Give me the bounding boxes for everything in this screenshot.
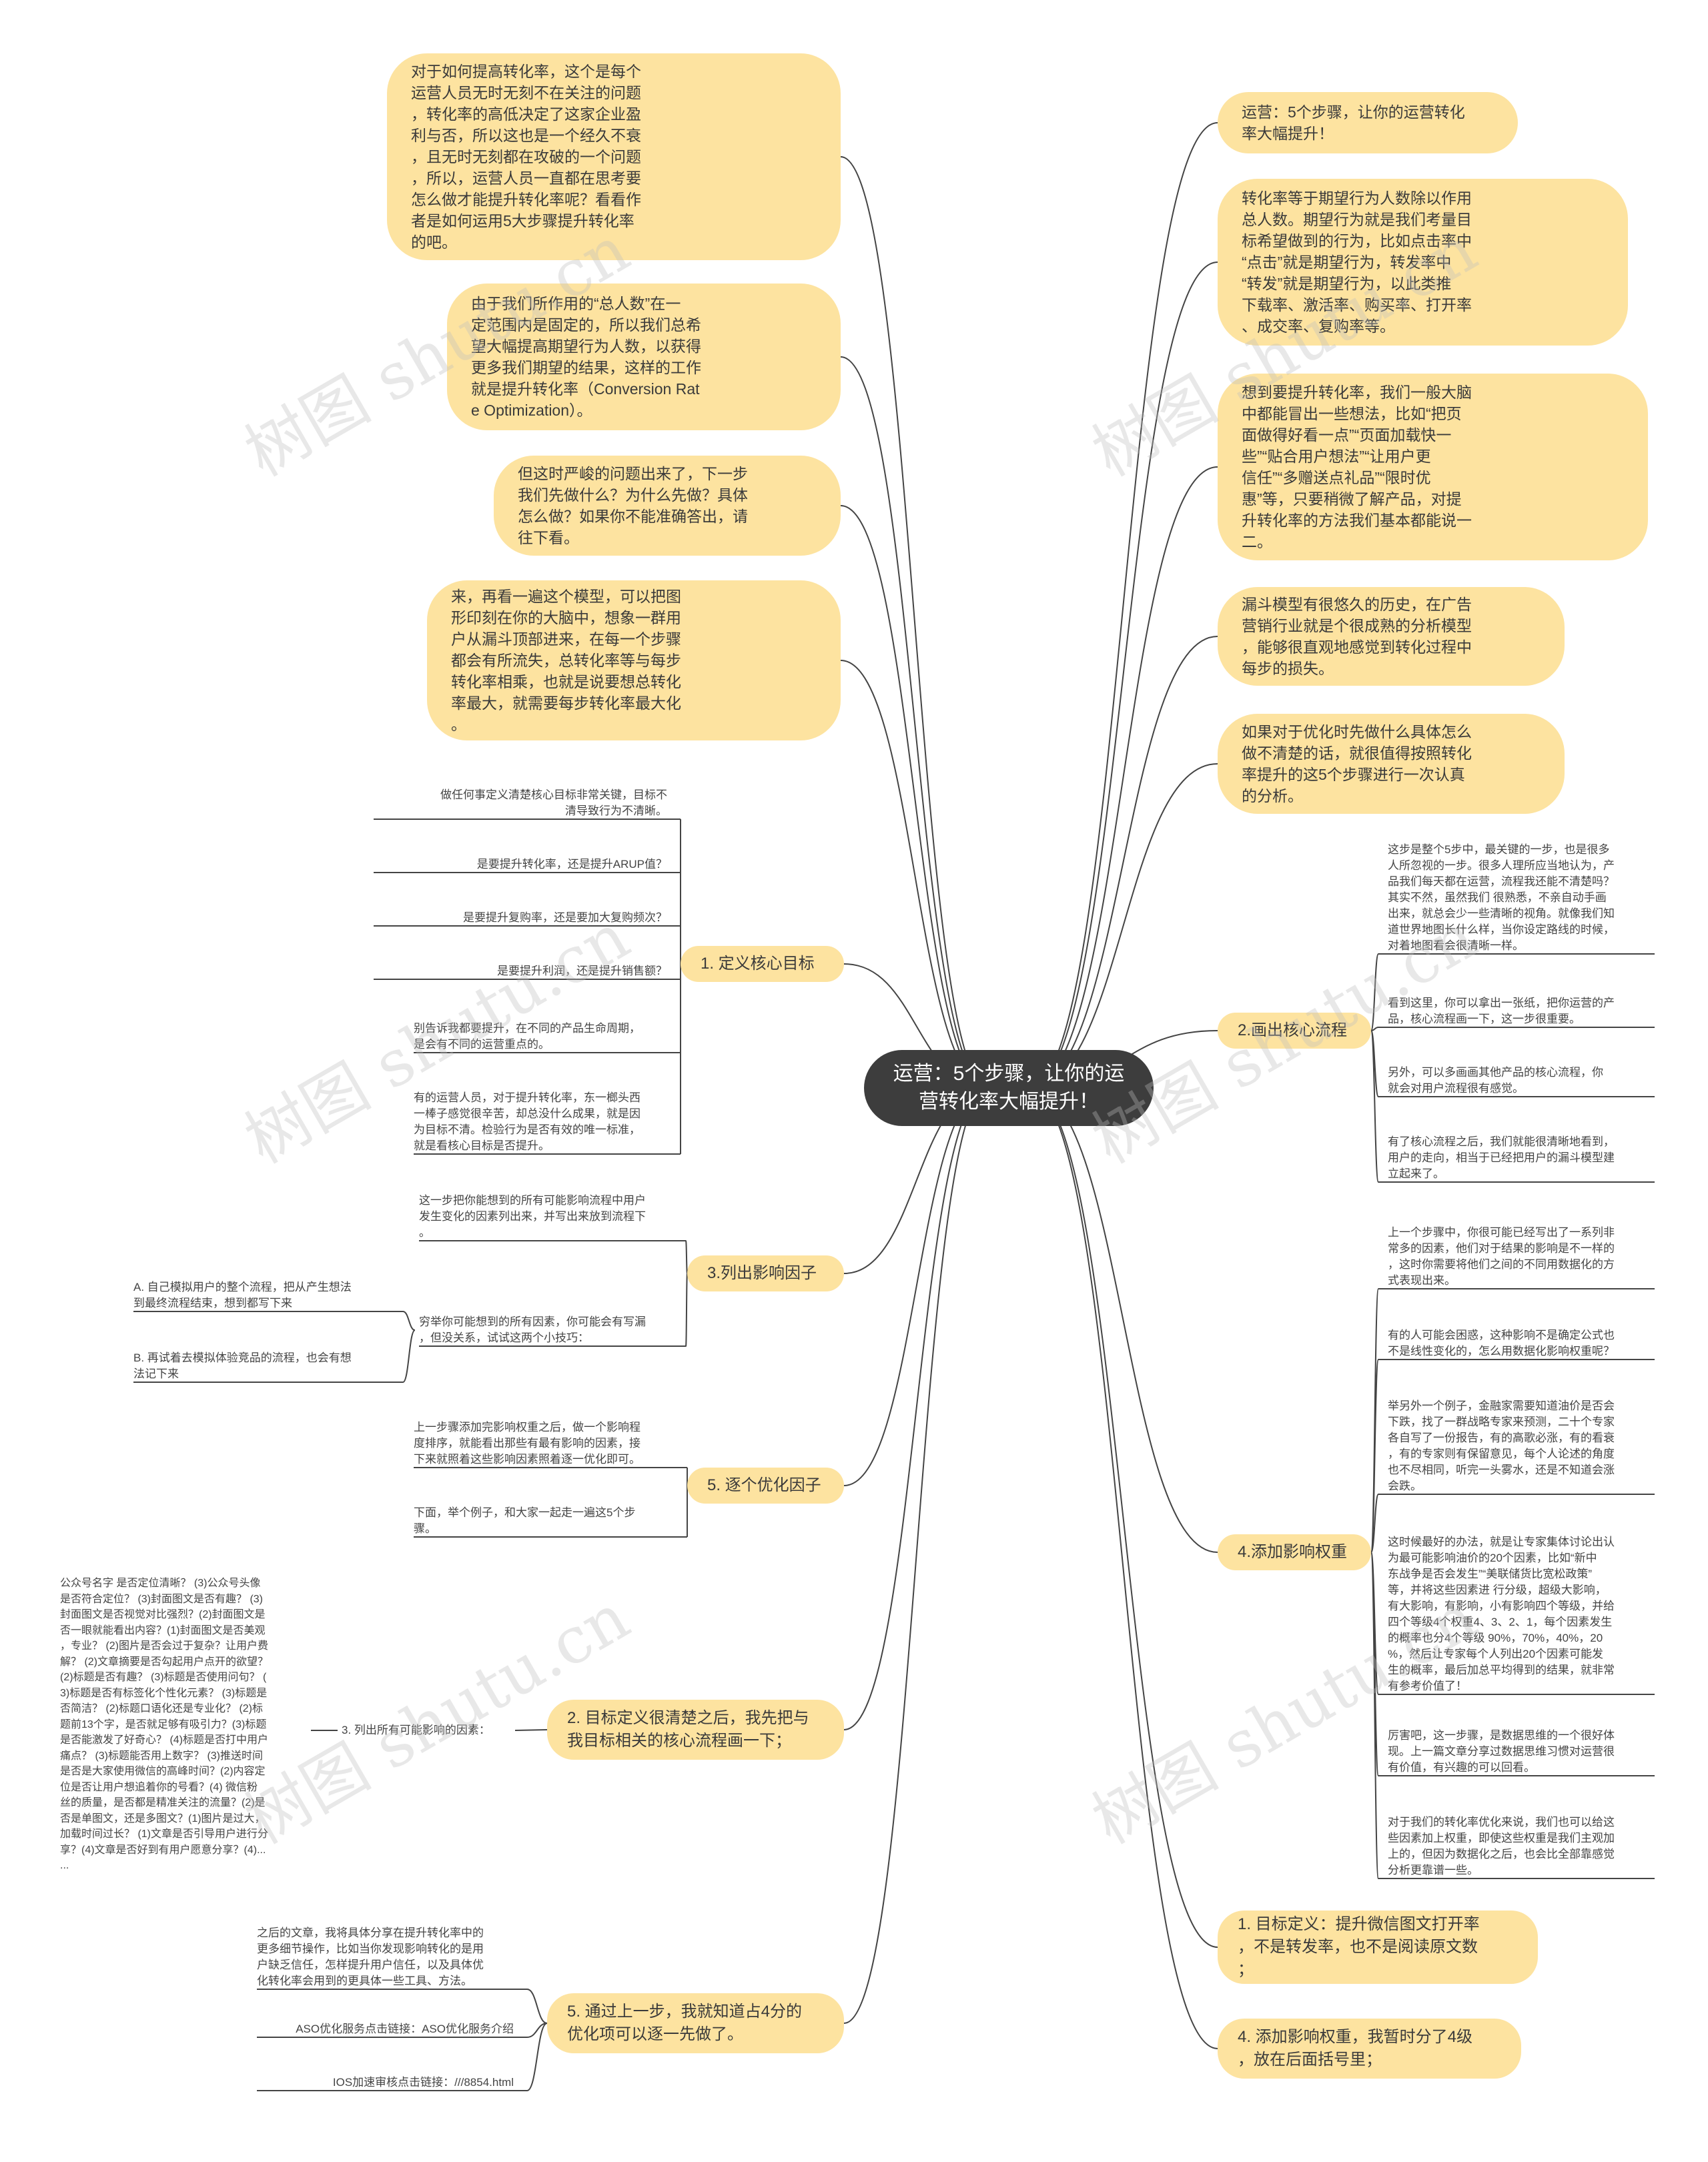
intro-text-1: 对于如何提高转化率，这个是每个 运营人员无时无刻不在关注的问题 ，转化率的高低决… [411, 63, 641, 251]
example-step-2[interactable]: 2. 目标定义很清楚之后，我先把与 我目标相关的核心流程画一下； [547, 1700, 844, 1760]
right-text-1: 运营：5个步骤，让你的运营转化 率大幅提升！ [1242, 103, 1465, 142]
right-node-5[interactable]: 如果对于优化时先做什么具体怎么 做不清楚的话，就很值得按照转化 率提升的这5个步… [1218, 714, 1565, 814]
example-step-3-label: 3. 列出所有可能影响的因素： [342, 1724, 490, 1736]
connector [526, 1989, 548, 2024]
factor-list: 公众号名字 是否定位清晰？ (3)公众号头像 是否符合定位？ (3)封面图文是否… [60, 1578, 269, 1871]
example-step-1-label: 1. 目标定义：提升微信图文打开率 ，不是转发率，也不是阅读原文数 ； [1238, 1915, 1480, 1979]
connector [1028, 466, 1218, 1089]
right-node-1[interactable]: 运营：5个步骤，让你的运营转化 率大幅提升！ [1218, 92, 1518, 153]
leaf-b5-2: 下面，举个例子，和大家一起走一遍这5个步 骤。 [414, 1506, 636, 1535]
leaf-b1-1: 做任何事定义清楚核心目标非常关键，目标不 清导致行为不清晰。 [440, 788, 667, 817]
connector [1028, 261, 1218, 1089]
connector [1028, 763, 1218, 1089]
connector [840, 156, 989, 1089]
right-text-4: 漏斗模型有很悠久的历史，在广告 营销行业就是个很成熟的分析模型 ，能够很直观地感… [1242, 596, 1472, 677]
leaf-b4-3: 举另外一个例子，金融家需要知道油价是否会 下跌，找了一群战略专家来预测，二十个专… [1388, 1400, 1615, 1492]
intro-node-1[interactable]: 对于如何提高转化率，这个是每个 运营人员无时无刻不在关注的问题 ，转化率的高低决… [387, 53, 841, 260]
connector [1028, 1087, 1218, 1553]
right-node-2[interactable]: 转化率等于期望行为人数除以作用 总人数。期望行为就是我们考量目 标希望做到的行为… [1218, 179, 1628, 346]
connector [1370, 1027, 1379, 1031]
branch-add-weight-label: 4.添加影响权重 [1238, 1543, 1348, 1561]
leaf-b3-sub-2: B. 再试着去模拟体验竞品的流程，也会有想 法记下来 [133, 1352, 352, 1380]
leaf-b3-sub-1: A. 自己模拟用户的整个流程，把从产生想法 到最终流程结束，想到都写下来 [133, 1281, 352, 1309]
branch-optimize[interactable]: 5. 逐个优化因子 [687, 1468, 844, 1504]
example-step-1[interactable]: 1. 目标定义：提升微信图文打开率 ，不是转发率，也不是阅读原文数 ； [1218, 1911, 1538, 1984]
connector [840, 356, 989, 1089]
leaf-b1-5: 别告诉我都要提升，在不同的产品生命周期， 是会有不同的运营重点的。 [414, 1022, 640, 1051]
connector [1028, 122, 1218, 1089]
connector [1370, 1359, 1379, 1553]
branch-draw-flow[interactable]: 2.画出核心流程 [1218, 1013, 1371, 1049]
branch-add-weight[interactable]: 4.添加影响权重 [1218, 1534, 1371, 1570]
root-title: 运营：5个步骤，让你的运 营转化率大幅提升！ [893, 1063, 1125, 1113]
leaf-b3-1: 这一步把你能想到的所有可能影响流程中用户 发生变化的因素列出来，并写出来放到流程… [419, 1194, 646, 1239]
branch-define-goal-label: 1. 定义核心目标 [701, 955, 815, 973]
leaf-b4-2: 有的人可能会困惑，这种影响不是确定公式也 不是线性变化的，怎么用数据化影响权重呢… [1388, 1329, 1615, 1358]
connector [1370, 1030, 1379, 1183]
intro-node-2[interactable]: 由于我们所作用的“总人数”在一 定范围内是固定的，所以我们总希 望大幅提高期望行… [447, 284, 841, 430]
leaf-b3-2: 穷举你可能想到的所有因素，你可能会有写漏 ，但没关系，试试这两个小技巧： [419, 1315, 646, 1344]
example-step-4-label: 4. 添加影响权重，我暂时分了4级 ，放在后面括号里； [1238, 2028, 1473, 2069]
intro-node-3[interactable]: 但这时严峻的问题出来了，下一步 我们先做什么？为什么先做？具体 怎么做？如果你不… [494, 456, 841, 556]
connector [526, 2023, 548, 2091]
example-step-2-label: 2. 目标定义很清楚之后，我先把与 我目标相关的核心流程画一下； [567, 1709, 809, 1750]
leaf-b2-4: 有了核心流程之后，我们就能很清晰地看到， 用户的走向，相当于已经把用户的漏斗模型… [1388, 1135, 1615, 1180]
connector [685, 1273, 688, 1347]
intro-text-4: 来，再看一遍这个模型，可以把图 形印刻在你的大脑中，想象一群用 户从漏斗顶部进来… [451, 588, 681, 733]
leaf-e5-3: IOS加速审核点击链接：///8854.html [332, 2076, 514, 2089]
right-text-5: 如果对于优化时先做什么具体怎么 做不清楚的话，就很值得按照转化 率提升的这5个步… [1242, 723, 1472, 804]
example-step-5[interactable]: 5. 通过上一步，我就知道占4分的 优化项可以逐一先做了。 [547, 1993, 844, 2053]
right-text-2: 转化率等于期望行为人数除以作用 总人数。期望行为就是我们考量目 标希望做到的行为… [1242, 189, 1472, 335]
connector [843, 1087, 989, 1730]
connector [1370, 1552, 1379, 1879]
connector [685, 1240, 688, 1274]
right-node-4[interactable]: 漏斗模型有很悠久的历史，在广告 营销行业就是个很成熟的分析模型 ，能够很直观地感… [1218, 587, 1565, 686]
leaf-b2-2: 看到这里，你可以拿出一张纸，把你运营的产 品，核心流程画一下，这一步很重要。 [1388, 997, 1615, 1025]
leaf-b1-2: 是要提升转化率，还是提升ARUP值？ [476, 858, 667, 871]
leaf-b1-6: 有的运营人员，对于提升转化率，东一榔头西 一棒子感觉很辛苦，却总没什么成果，就是… [414, 1091, 640, 1152]
intro-node-4[interactable]: 来，再看一遍这个模型，可以把图 形印刻在你的大脑中，想象一群用 户从漏斗顶部进来… [427, 580, 841, 740]
branch-list-factors[interactable]: 3.列出影响因子 [687, 1255, 844, 1291]
branch-list-factors-label: 3.列出影响因子 [707, 1264, 817, 1282]
connector [843, 1087, 989, 1486]
connector [840, 505, 989, 1089]
connector [1370, 1494, 1379, 1553]
leaf-b4-6: 对于我们的转化率优化来说，我们也可以给这 些因素加上权重，即使这些权重是我们主观… [1388, 1816, 1615, 1876]
intro-text-2: 由于我们所作用的“总人数”在一 定范围内是固定的，所以我们总希 望大幅提高期望行… [471, 295, 701, 419]
connector [402, 1311, 416, 1331]
example-step-5-label: 5. 通过上一步，我就知道占4分的 优化项可以逐一先做了。 [567, 2003, 803, 2043]
intro-text-3: 但这时严峻的问题出来了，下一步 我们先做什么？为什么先做？具体 怎么做？如果你不… [518, 465, 748, 546]
connector [402, 1329, 416, 1383]
leaf-b1-3: 是要提升复购率，还是要加大复购频次？ [463, 911, 667, 924]
leaf-b4-1: 上一个步骤中，你很可能已经写出了一系列非 常多的因素，他们对于结果的影响是不一样… [1388, 1226, 1615, 1287]
leaf-e5-2: ASO优化服务点击链接：ASO优化服务介绍 [296, 2023, 514, 2035]
right-node-3[interactable]: 想到要提升转化率，我们一般大脑 中都能冒出一些想法，比如“把页 面做得好看一点”… [1218, 374, 1648, 560]
right-text-3: 想到要提升转化率，我们一般大脑 中都能冒出一些想法，比如“把页 面做得好看一点”… [1242, 384, 1472, 550]
connector [1370, 953, 1379, 1031]
leaf-b2-3: 另外，可以多画画其他产品的核心流程，你 就会对用户流程很有感觉。 [1388, 1066, 1603, 1095]
example-step-4[interactable]: 4. 添加影响权重，我暂时分了4级 ，放在后面括号里； [1218, 2019, 1521, 2079]
leaf-e5-1: 之后的文章，我将具体分享在提升转化率中的 更多细节操作，比如当你发现影响转化的是… [257, 1927, 484, 1987]
leaf-b4-4: 这时候最好的办法，就是让专家集体讨论出认 为最可能影响油价的20个因素，比如“新… [1388, 1536, 1615, 1692]
connector [1028, 1087, 1218, 1948]
connector [843, 1087, 989, 2024]
connector [1028, 1087, 1218, 2049]
branch-draw-flow-label: 2.画出核心流程 [1238, 1021, 1348, 1039]
connector [1028, 636, 1218, 1089]
branch-define-goal[interactable]: 1. 定义核心目标 [681, 946, 844, 982]
branch-optimize-label: 5. 逐个优化因子 [707, 1476, 821, 1494]
leaf-b4-5: 厉害吧，这一步骤，是数据思维的一个很好体 现。上一篇文章分享过数据思维习惯对运营… [1388, 1729, 1615, 1774]
leaf-b5-1: 上一步骤添加完影响权重之后，做一个影响程 度排序，就能看出那些有最有影响的因素，… [414, 1421, 640, 1466]
leaf-b2-1: 这步是整个5步中，最关键的一步，也是很多 人所忽视的一步。很多人理所应当地认为，… [1388, 843, 1615, 952]
leaf-b1-4: 是要提升利润，还是提升销售额？ [497, 965, 667, 977]
connector [1370, 1288, 1379, 1553]
root-node[interactable]: 运营：5个步骤，让你的运 营转化率大幅提升！ [864, 1050, 1154, 1126]
